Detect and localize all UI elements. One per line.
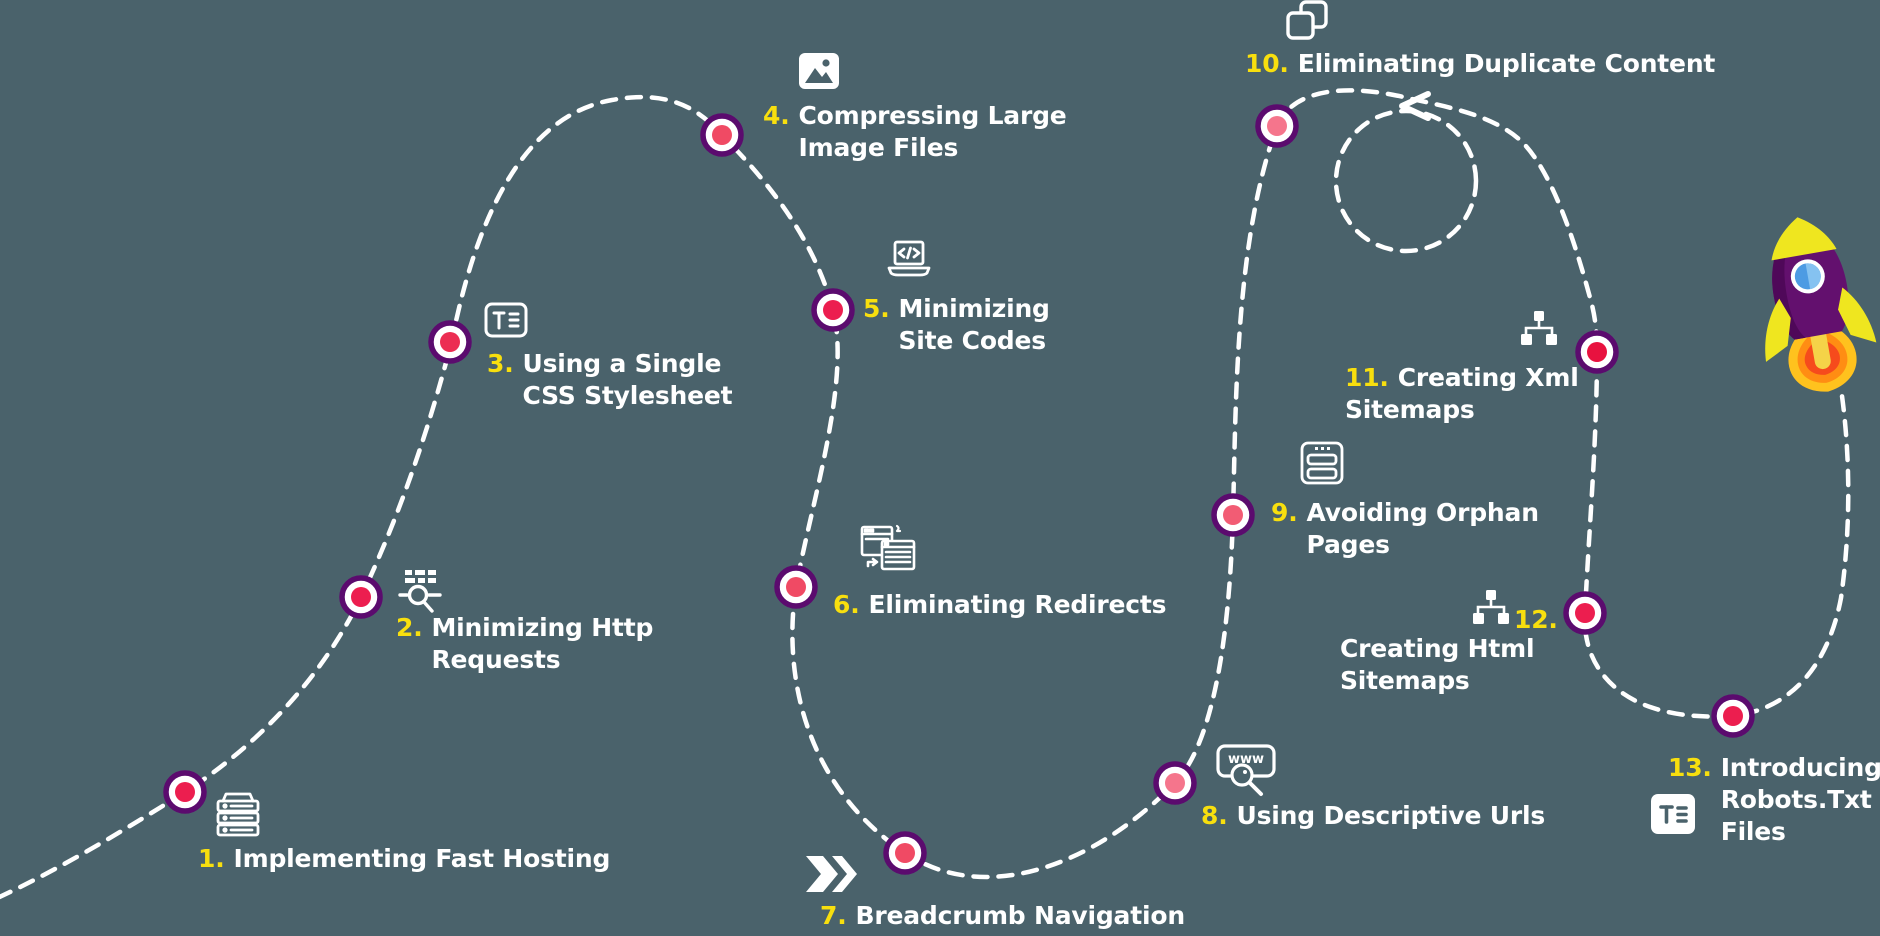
robots-txt-file-icon <box>1650 792 1696 840</box>
step-2-title: Minimizing Http <box>431 613 654 642</box>
laptop-code-icon <box>886 240 932 290</box>
waypoint-marker-12 <box>1563 591 1607 635</box>
step-10-title: Eliminating Duplicate Content <box>1297 49 1716 78</box>
http-requests-search-icon <box>398 568 444 620</box>
step-3-number: 3. <box>487 349 514 378</box>
loop-direction-arrow-icon <box>1399 91 1431 121</box>
step-9-number: 9. <box>1271 498 1298 527</box>
waypoint-marker-9 <box>1211 493 1255 537</box>
sitemap-icon <box>1472 589 1510 635</box>
step-5-title-line2: Site Codes <box>898 326 1047 355</box>
waypoint-marker-8 <box>1153 761 1197 805</box>
image-icon <box>798 50 840 96</box>
step-2-label: 2. Minimizing Http Requests <box>396 612 653 676</box>
step-2-number: 2. <box>396 613 423 642</box>
step-1-label: 1. Implementing Fast Hosting <box>198 843 610 875</box>
step-12-label: Creating Html Sitemaps <box>1340 633 1552 697</box>
rocket-nose-cone <box>1771 217 1837 261</box>
step-6-label: 6. Eliminating Redirects <box>833 589 1167 621</box>
rocket-left-fin <box>1765 298 1791 362</box>
waypoint-marker-11 <box>1575 330 1619 374</box>
dashed-loop <box>1333 108 1479 254</box>
webpage-sections-icon <box>1300 441 1344 489</box>
step-1-title: Implementing Fast Hosting <box>233 844 611 873</box>
step-8-title: Using Descriptive Urls <box>1236 801 1546 830</box>
step-3-label: 3. Using a Single CSS Stylesheet <box>487 348 733 412</box>
waypoint-marker-2 <box>339 575 383 619</box>
step-7-number: 7. <box>820 901 847 930</box>
step-11-number: 11. <box>1345 363 1389 392</box>
step-11-title: 11.Creating Xml <box>1345 363 1579 392</box>
waypoint-marker-7 <box>883 831 927 875</box>
waypoint-marker-5 <box>811 288 855 332</box>
step-13-number: 13. <box>1668 753 1712 782</box>
waypoint-marker-6 <box>774 565 818 609</box>
breadcrumb-chevrons-icon <box>806 854 878 898</box>
server-icon <box>214 788 262 842</box>
step-5-number: 5. <box>863 294 890 323</box>
step-4-title-line2: Image Files <box>798 133 959 162</box>
rocket-illustration <box>1765 217 1877 392</box>
step-10-label: 10. Eliminating Duplicate Content <box>1245 48 1715 80</box>
step-5-title: Minimizing <box>898 294 1050 323</box>
step-4-label: 4. Compressing Large Image Files <box>763 100 1067 164</box>
step-4-title: Compressing Large <box>798 101 1067 130</box>
step-7-title: Breadcrumb Navigation <box>855 901 1186 930</box>
rocket-window-highlight <box>1805 263 1821 290</box>
step-1-number: 1. <box>198 844 225 873</box>
waypoint-marker-13 <box>1711 694 1755 738</box>
step-9-title: Avoiding Orphan <box>1306 498 1540 527</box>
step-13-title: Introducing <box>1720 753 1880 782</box>
step-5-label: 5. Minimizing Site Codes <box>863 293 1050 357</box>
rocket-right-fin <box>1838 287 1877 343</box>
step-4-number: 4. <box>763 101 790 130</box>
waypoint-markers <box>163 104 1755 875</box>
redirect-windows-icon <box>860 524 916 584</box>
step-11-title-line2: Sitemaps <box>1345 395 1475 424</box>
sitemap-icon <box>1520 310 1558 356</box>
waypoint-marker-4 <box>700 113 744 157</box>
svg-text:www: www <box>1228 752 1264 767</box>
step-12-number: 12. <box>1514 605 1558 634</box>
waypoint-marker-10 <box>1255 104 1299 148</box>
waypoint-marker-3 <box>428 320 472 364</box>
step-6-number: 6. <box>833 590 860 619</box>
step-12-title: Creating Html <box>1340 634 1535 663</box>
step-9-title-line2: Pages <box>1306 530 1390 559</box>
step-3-title-line2: CSS Stylesheet <box>522 381 733 410</box>
step-12-title-line2: Sitemaps <box>1340 666 1470 695</box>
step-2-title-line2: Requests <box>431 645 561 674</box>
step-11-label: 11.Creating Xml Sitemaps <box>1345 362 1579 426</box>
step-9-label: 9. Avoiding Orphan Pages <box>1271 497 1539 561</box>
step-13-title-line3: Files <box>1720 817 1786 846</box>
www-url-search-icon: www <box>1216 744 1282 806</box>
step-6-title: Eliminating Redirects <box>868 590 1167 619</box>
step-3-title: Using a Single <box>522 349 722 378</box>
duplicate-squares-icon <box>1284 0 1332 48</box>
step-13-title-line2: Robots.Txt <box>1720 785 1872 814</box>
waypoint-marker-1 <box>163 770 207 814</box>
step-13-label: 13. Introducing Robots.Txt Files <box>1668 752 1880 848</box>
step-10-number: 10. <box>1245 49 1289 78</box>
dashed-route-path <box>0 88 1851 900</box>
step-12-number-wrap: 12. <box>1514 604 1567 636</box>
text-document-icon <box>484 300 528 344</box>
step-8-number: 8. <box>1201 801 1228 830</box>
step-8-label: 8. Using Descriptive Urls <box>1201 800 1545 832</box>
step-7-label: 7. Breadcrumb Navigation <box>820 900 1185 932</box>
